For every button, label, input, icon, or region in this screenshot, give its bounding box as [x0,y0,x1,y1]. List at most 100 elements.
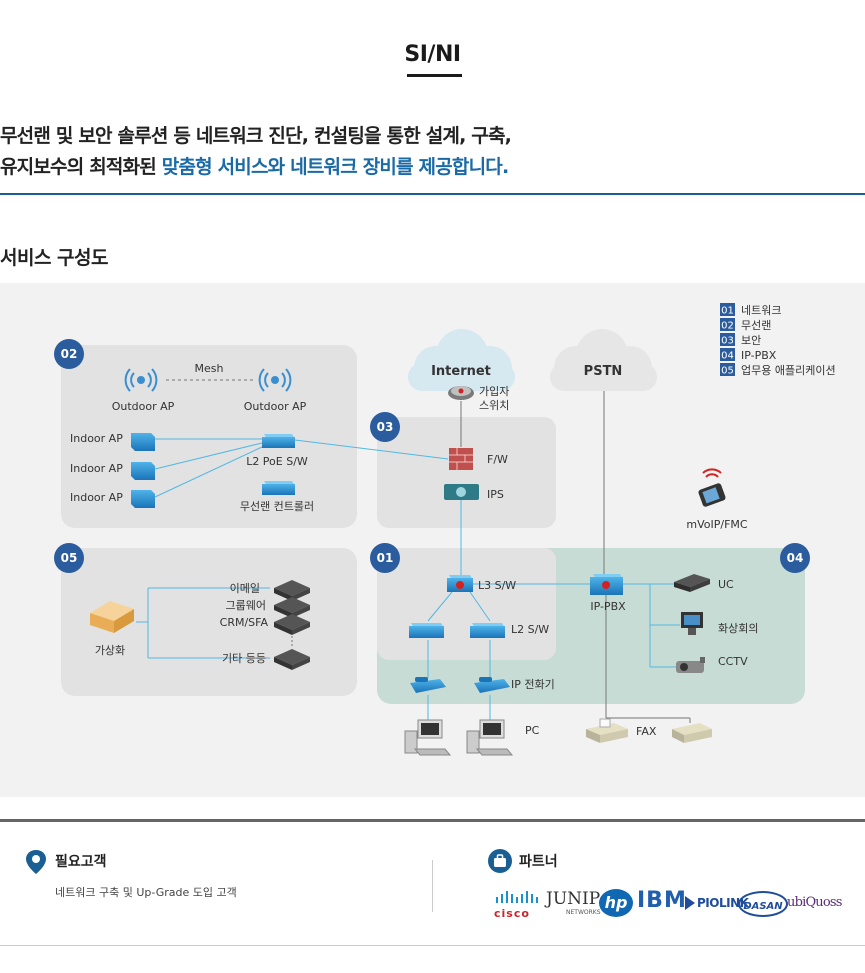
internet-cloud: Internet [408,329,515,391]
briefcase-icon [488,849,512,873]
ips-icon [444,484,479,500]
svg-text:02: 02 [721,321,734,332]
title-underline [407,74,462,77]
l3-switch-label: L3 S/W [478,579,516,592]
uc-icon [674,574,710,592]
virtualization-icon [90,601,134,633]
outdoor-ap-1-icon [124,368,158,392]
svg-text:05: 05 [61,551,78,565]
ip-phone-label: IP 전화기 [511,678,555,691]
mvoip-label: mVoIP/FMC [686,518,748,531]
partner-logo-piolink: PIOLINK [697,896,749,910]
svg-text:01: 01 [721,306,734,317]
indoor-ap-2-label: Indoor AP [70,462,123,475]
fax-label: FAX [636,725,657,738]
l2-poe-switch-icon [262,434,295,448]
indoor-ap-3-icon [131,490,155,508]
etc-label: 기타 등등 [222,652,266,665]
firewall-label: F/W [487,453,508,466]
wlan-controller-label: 무선랜 컨트롤러 [240,500,314,513]
wlan-controller-icon [262,481,295,495]
intro-line-2-plain: 유지보수의 최적화된 [0,156,162,178]
svg-text:04: 04 [721,351,734,362]
video-conference-label: 화상회의 [718,622,758,635]
partners-title: 파트너 [519,854,558,870]
svg-text:IP-PBX: IP-PBX [741,349,777,362]
partner-logo-dasan: DASAN [738,891,788,917]
intro-line-1: 무선랜 및 보안 솔루션 등 네트워크 진단, 컨설팅을 통한 설계, 구축, [0,125,512,147]
l2-switch-label: L2 S/W [511,623,549,636]
intro-line-2: 유지보수의 최적화된 맞춤형 서비스와 네트워크 장비를 제공합니다. [0,152,509,179]
fax-2-icon [672,723,712,743]
pstn-cloud: PSTN [550,329,657,391]
connection-lines [154,438,680,720]
partner-logo-ibm: IBM [637,888,687,913]
cisco-text: cisco [494,907,530,920]
pc-1-icon [404,719,452,756]
svg-text:05: 05 [721,366,734,377]
partner-logo-hp: hp [599,889,633,917]
virtualization-label: 가상화 [95,644,125,657]
footer-column-divider [432,860,433,912]
l2-switch-1-icon [409,623,444,638]
badge-03: 03 [370,412,400,442]
svg-text:업무용 애플리케이션: 업무용 애플리케이션 [741,364,836,377]
service-diagram: Internet PSTN [0,283,865,797]
section-divider [0,193,865,195]
svg-text:02: 02 [61,347,78,361]
pstn-label: PSTN [584,364,623,379]
video-conference-icon [681,612,703,635]
cisco-bars-icon [496,891,538,903]
email-label: 이메일 [230,581,260,595]
indoor-ap-1-icon [131,433,155,451]
legend-item-01: 01 네트워크 [720,303,781,317]
hp-text: hp [604,893,628,912]
indoor-ap-3-label: Indoor AP [70,491,123,504]
svg-text:04: 04 [787,551,804,565]
subscriber-switch-label-2: 스위치 [479,399,509,412]
ip-pbx-icon [590,574,623,595]
ip-pbx-label: IP-PBX [590,600,626,613]
ip-phone-1-icon [410,677,446,693]
mesh-label: Mesh [195,362,224,375]
badge-04: 04 [780,543,810,573]
intro-line-2-highlight: 맞춤형 서비스와 네트워크 장비를 제공합니다. [161,156,509,178]
page-title: SI/NI [404,42,461,67]
uc-label: UC [718,578,734,591]
legend-item-04: 04 IP-PBX [720,348,777,362]
server-stack-icon [274,580,310,635]
outdoor-ap-1-label: Outdoor AP [112,400,175,413]
customers-desc: 네트워크 구축 및 Up-Grade 도입 고객 [55,886,237,899]
badge-05: 05 [54,543,84,573]
partner-logo-cisco: cisco [494,888,540,920]
indoor-ap-2-icon [131,462,155,480]
svg-text:보안: 보안 [741,334,761,347]
location-pin-icon [24,849,48,874]
svg-text:네트워크: 네트워크 [741,304,781,317]
mvoip-phone-icon [698,468,726,507]
juniper-networks-text: NETWORKS [566,909,601,916]
l2-switch-2-icon [470,623,505,638]
piolink-arrow-icon [685,896,695,910]
etc-server-icon [274,649,310,670]
firewall-icon [449,448,473,470]
badge-01: 01 [370,543,400,573]
l3-switch-icon [447,575,473,592]
bottom-divider [0,945,865,946]
svg-text:03: 03 [377,420,394,434]
subscriber-switch-label-1: 가입자 [479,385,509,398]
outdoor-ap-2-label: Outdoor AP [244,400,307,413]
zone-03-security [377,417,556,528]
pc-label: PC [525,724,540,737]
outdoor-ap-2-icon [258,368,292,392]
ip-phone-2-icon [474,677,510,693]
zone-01-network [377,548,556,660]
dasan-text: DASAN [743,901,783,912]
pc-2-icon [466,719,514,756]
l2-poe-label: L2 PoE S/W [246,455,308,468]
groupware-label: 그룹웨어 [226,599,266,612]
customers-title: 필요고객 [55,854,107,870]
